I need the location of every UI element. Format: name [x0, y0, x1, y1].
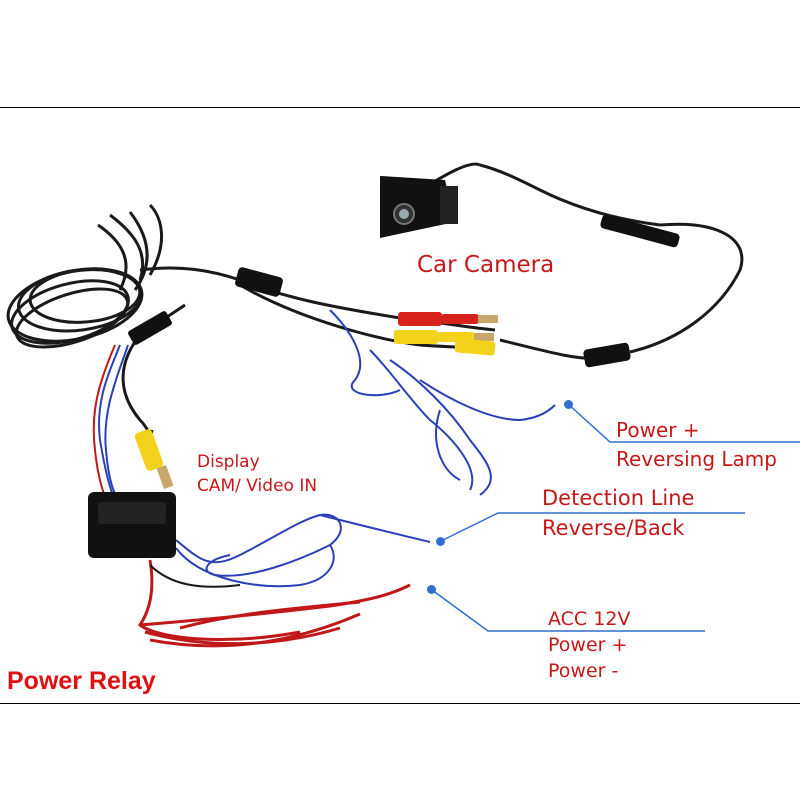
power-relay-label: Power Relay [7, 667, 156, 695]
rca-connectors [394, 312, 498, 356]
acc-power-minus-text: Power - [548, 660, 619, 682]
top-border [0, 107, 800, 108]
bottom-border [0, 703, 800, 704]
acc-power-label: ACC 12V Power + Power - [548, 606, 630, 684]
detection-wire [175, 513, 431, 588]
power-plus-label: Power + [616, 418, 700, 442]
reverse-back-text: Reverse/Back [542, 516, 685, 540]
rear-view-camera-icon [380, 176, 458, 238]
pointer-lines [431, 403, 800, 632]
acc-12v-text: ACC 12V [548, 608, 631, 630]
cable-splitter-2 [583, 342, 631, 368]
pointer-dot-detection [436, 537, 445, 546]
display-label: Display CAM/ Video IN [197, 450, 317, 498]
power-reversing-lamp-label: Power + Reversing Lamp [616, 416, 777, 474]
blue-wires [98, 309, 556, 501]
car-camera-label: Car Camera [417, 252, 555, 278]
cable-splitter-1 [235, 267, 283, 297]
red-blue-wires-left [92, 344, 116, 506]
red-power-wire [137, 559, 411, 648]
reversing-lamp-label: Reversing Lamp [616, 447, 777, 471]
detection-line-label: Detection Line Reverse/Back [542, 483, 694, 543]
detection-line-text: Detection Line [542, 486, 695, 510]
display-label-line2: CAM/ Video IN [197, 476, 318, 496]
power-relay-box-icon [88, 492, 176, 558]
inline-connector [600, 214, 680, 248]
pointer-dot-power-lamp [564, 400, 573, 409]
pointer-dot-acc [427, 585, 436, 594]
display-rca-plug [121, 303, 186, 490]
acc-power-plus-text: Power + [548, 634, 628, 656]
coiled-cable [6, 203, 241, 349]
display-label-line1: Display [197, 452, 260, 472]
black-ground-wire [149, 564, 241, 588]
